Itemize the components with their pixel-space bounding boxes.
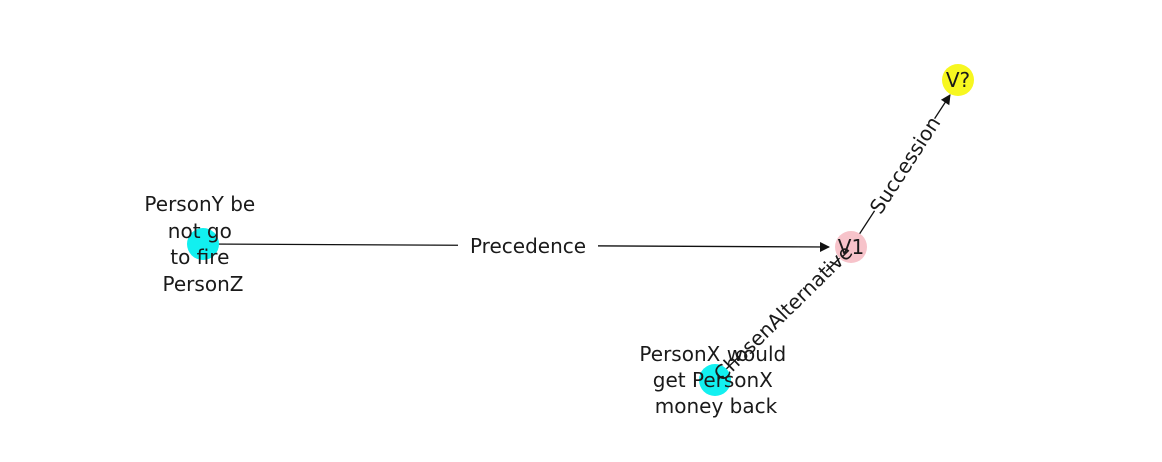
node-persony-line-1: PersonY be [144,192,255,216]
edge-precedence-label: Precedence [470,234,586,258]
node-persony-line-2: not go [168,219,232,243]
edge-succession-label: Succession [865,112,946,218]
node-persony-label: PersonY be not go to fire PersonZ [144,192,261,296]
node-persony-circle [187,228,219,260]
node-personx-circle [699,364,731,396]
node-v1-label: V1 [838,235,864,259]
node-vq-circle [942,64,974,96]
node-personx-line-2: get PersonX [653,368,773,392]
node-persony-line-4: PersonZ [163,272,244,296]
node-personx-line-1: PersonX would [639,342,786,366]
node-personx-label: PersonX would get PersonX money back [639,342,792,418]
node-vq-label: V? [946,68,970,92]
node-persony-line-3: to fire [170,245,229,269]
node-v1-circle [835,231,867,263]
node-personx-line-3: money back [655,394,778,418]
